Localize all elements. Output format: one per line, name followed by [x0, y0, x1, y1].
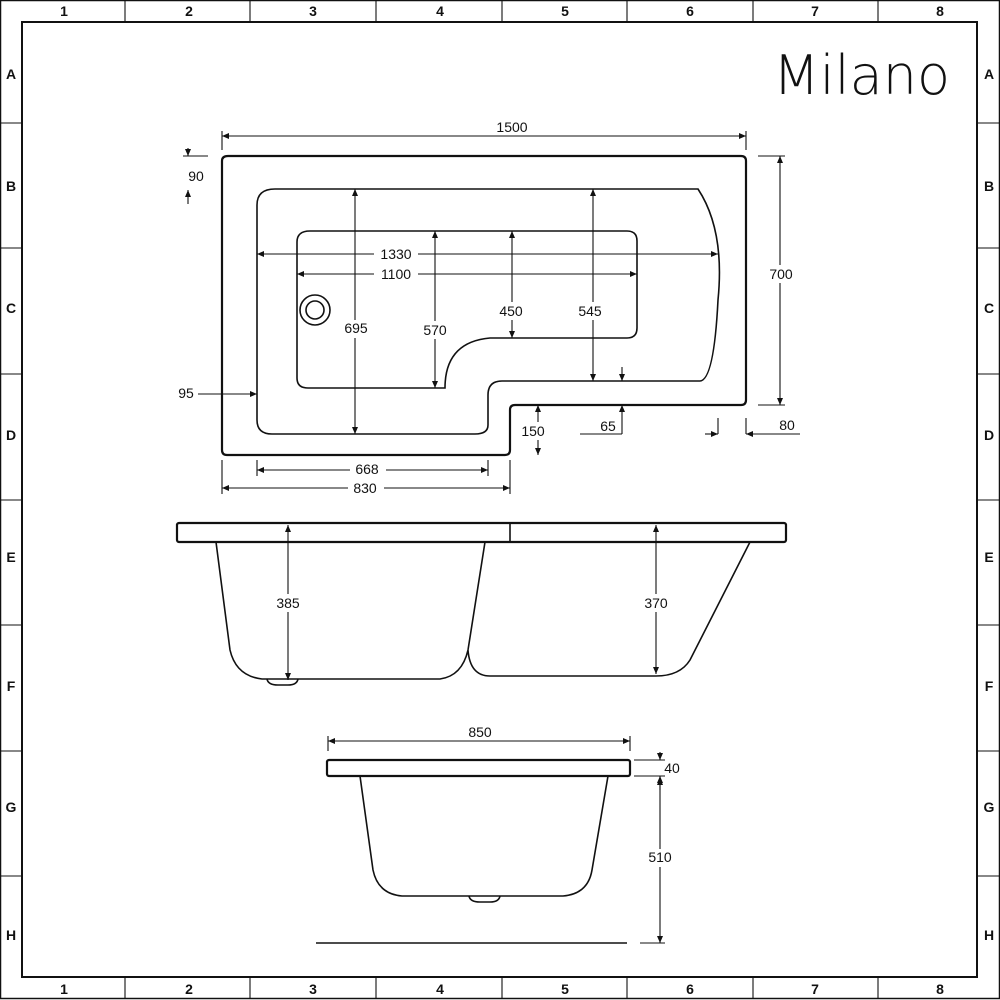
dim-end-width: 850	[468, 724, 492, 740]
grid-col-label: 3	[309, 981, 317, 997]
dim-floor-front: 668	[355, 461, 379, 477]
dim-narrow-inner-width: 545	[578, 303, 602, 319]
dim-overall-length: 1500	[496, 119, 527, 135]
grid-row-label: H	[6, 927, 16, 943]
plan-outer-outline	[220, 154, 748, 457]
grid-row-label: F	[7, 678, 16, 694]
plan-view: 1500 90 1330 1100 700 695 570 450 545	[178, 119, 800, 496]
grid-row-label: D	[6, 427, 16, 443]
dim-inner-width: 695	[344, 320, 368, 336]
grid-col-label: 5	[561, 3, 569, 19]
dim-side-depth-left: 385	[276, 595, 300, 611]
dim-end-height: 510	[648, 849, 672, 865]
grid-row-label: C	[6, 300, 16, 316]
grid-col-label: 3	[309, 3, 317, 19]
waste-outlet	[299, 294, 331, 326]
grid-row-label: D	[984, 427, 994, 443]
grid-row-label: B	[6, 178, 16, 194]
grid-col-label: 5	[561, 981, 569, 997]
dim-rim-top: 90	[188, 168, 204, 184]
dim-rim-side: 95	[178, 385, 194, 401]
plan-floor-outline	[296, 230, 638, 389]
grid-row-label: C	[984, 300, 994, 316]
grid-col-label: 2	[185, 3, 193, 19]
grid-col-label: 2	[185, 981, 193, 997]
dim-floor-length: 1100	[381, 266, 411, 282]
dim-narrow-floor-width: 450	[499, 303, 523, 319]
dim-overall-width: 700	[769, 266, 793, 282]
dim-rim-thickness: 40	[664, 760, 680, 776]
dim-side-depth-right: 370	[644, 595, 668, 611]
grid-row-label: G	[984, 799, 995, 815]
side-rim	[175, 521, 788, 544]
dim-floor-width: 570	[423, 322, 447, 338]
dim-rim-end: 80	[779, 417, 795, 433]
end-body-outline	[359, 775, 609, 897]
grid-row-label: A	[6, 66, 16, 82]
dim-wide-front: 830	[353, 480, 377, 496]
end-view: 850 40 510	[316, 724, 680, 944]
end-rim	[325, 758, 632, 778]
grid-col-label: 6	[686, 981, 694, 997]
grid-row-label: E	[6, 549, 15, 565]
grid-col-label: 1	[60, 981, 68, 997]
side-view: 385 370	[175, 521, 788, 686]
grid-row-label: G	[6, 799, 17, 815]
grid-row-label: H	[984, 927, 994, 943]
grid-col-label: 4	[436, 981, 444, 997]
grid-row-label: A	[984, 66, 994, 82]
dim-step-inset: 65	[600, 418, 616, 434]
grid-col-label: 1	[60, 3, 68, 19]
dim-step-depth: 150	[521, 423, 545, 439]
grid-row-label: F	[985, 678, 994, 694]
grid-col-label: 7	[811, 981, 819, 997]
side-body-outline	[215, 541, 751, 680]
grid-col-label: 6	[686, 3, 694, 19]
grid-col-label: 4	[436, 3, 444, 19]
brand-logo: Milano	[773, 44, 950, 107]
plan-inner-outline	[256, 188, 721, 435]
grid-col-label: 7	[811, 3, 819, 19]
grid-col-label: 8	[936, 981, 944, 997]
grid-row-label: B	[984, 178, 994, 194]
grid-row-label: E	[984, 549, 993, 565]
grid-col-label: 8	[936, 3, 944, 19]
dim-inner-length: 1330	[380, 246, 411, 262]
